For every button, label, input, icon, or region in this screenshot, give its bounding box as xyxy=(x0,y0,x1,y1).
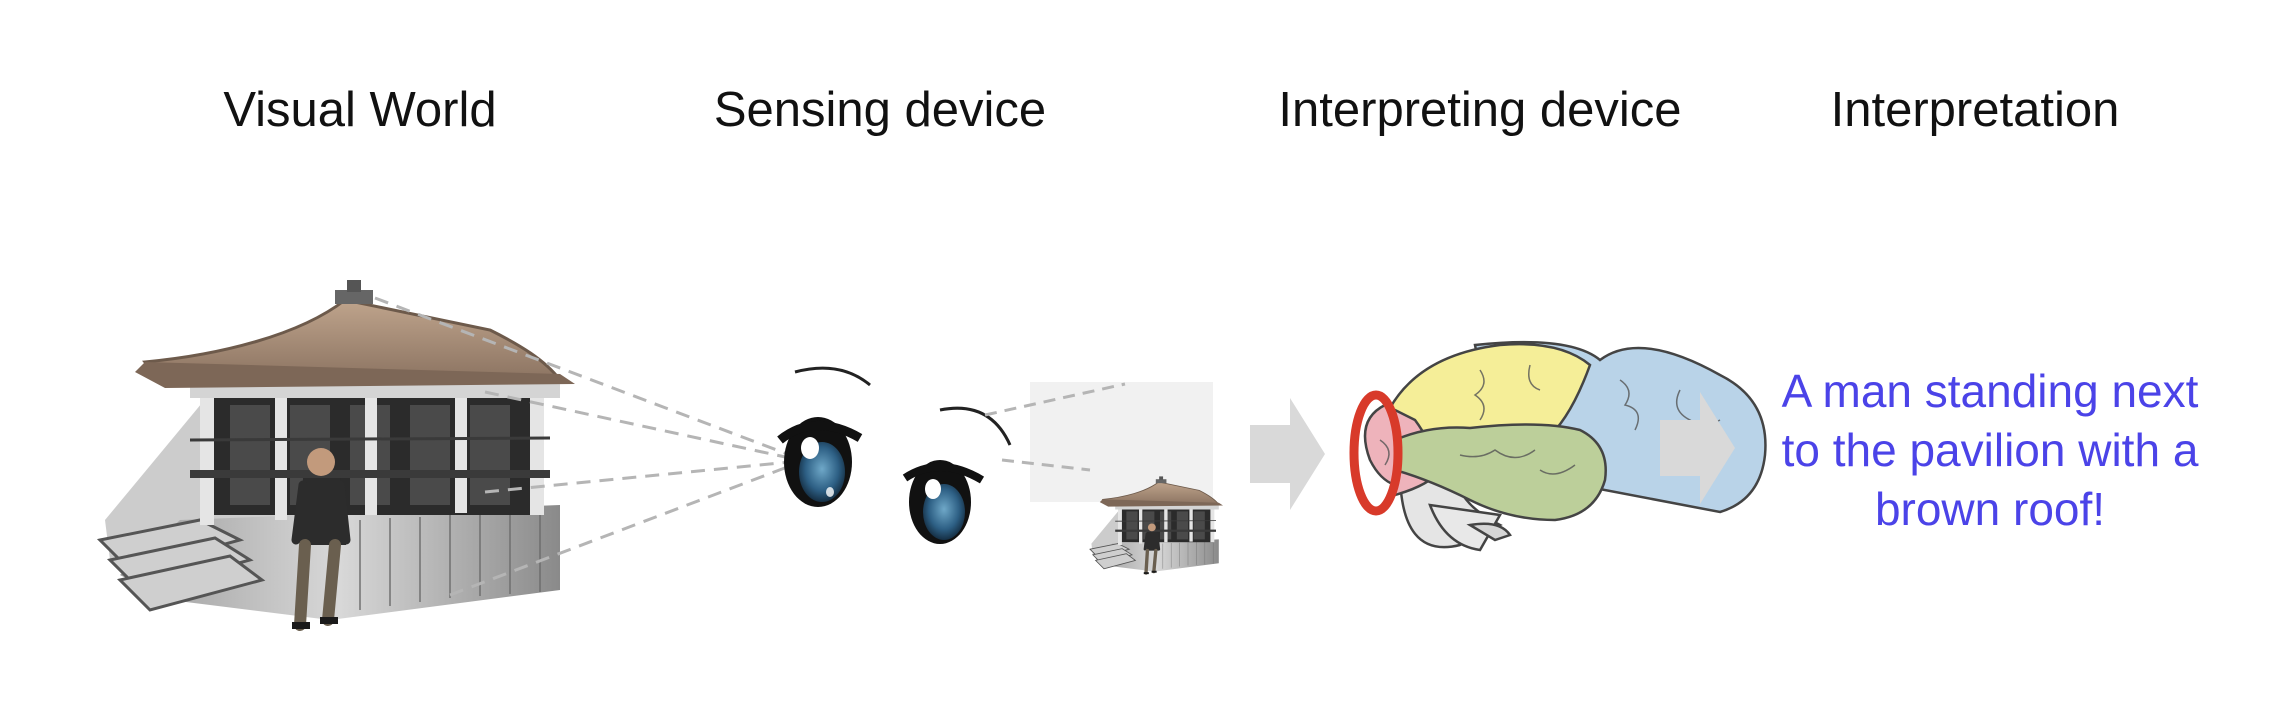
arrow-to-interpretation-icon xyxy=(1660,392,1735,504)
eye-to-thumbnail-lines xyxy=(984,382,1126,472)
interpretation-line-2: to the pavilion with a xyxy=(1781,424,2199,476)
interpretation-line-1: A man standing next xyxy=(1781,365,2199,417)
heading-sensing-device: Sensing device xyxy=(713,83,1047,137)
retinal-image-thumbnail xyxy=(1030,382,1224,576)
visual-cortex-highlight-ring xyxy=(1349,390,1403,516)
heading-interpretation: Interpretation xyxy=(1830,83,2120,137)
arrow-to-brain-icon xyxy=(1250,398,1325,510)
sight-lines xyxy=(374,296,791,597)
interpretation-text: A man standing next to the pavilion with… xyxy=(1730,362,2250,539)
heading-interpreting-device: Interpreting device xyxy=(1278,83,1682,137)
interpretation-line-3: brown roof! xyxy=(1874,483,2106,535)
eyes-icon xyxy=(777,366,1012,544)
heading-visual-world: Visual World xyxy=(223,83,497,137)
